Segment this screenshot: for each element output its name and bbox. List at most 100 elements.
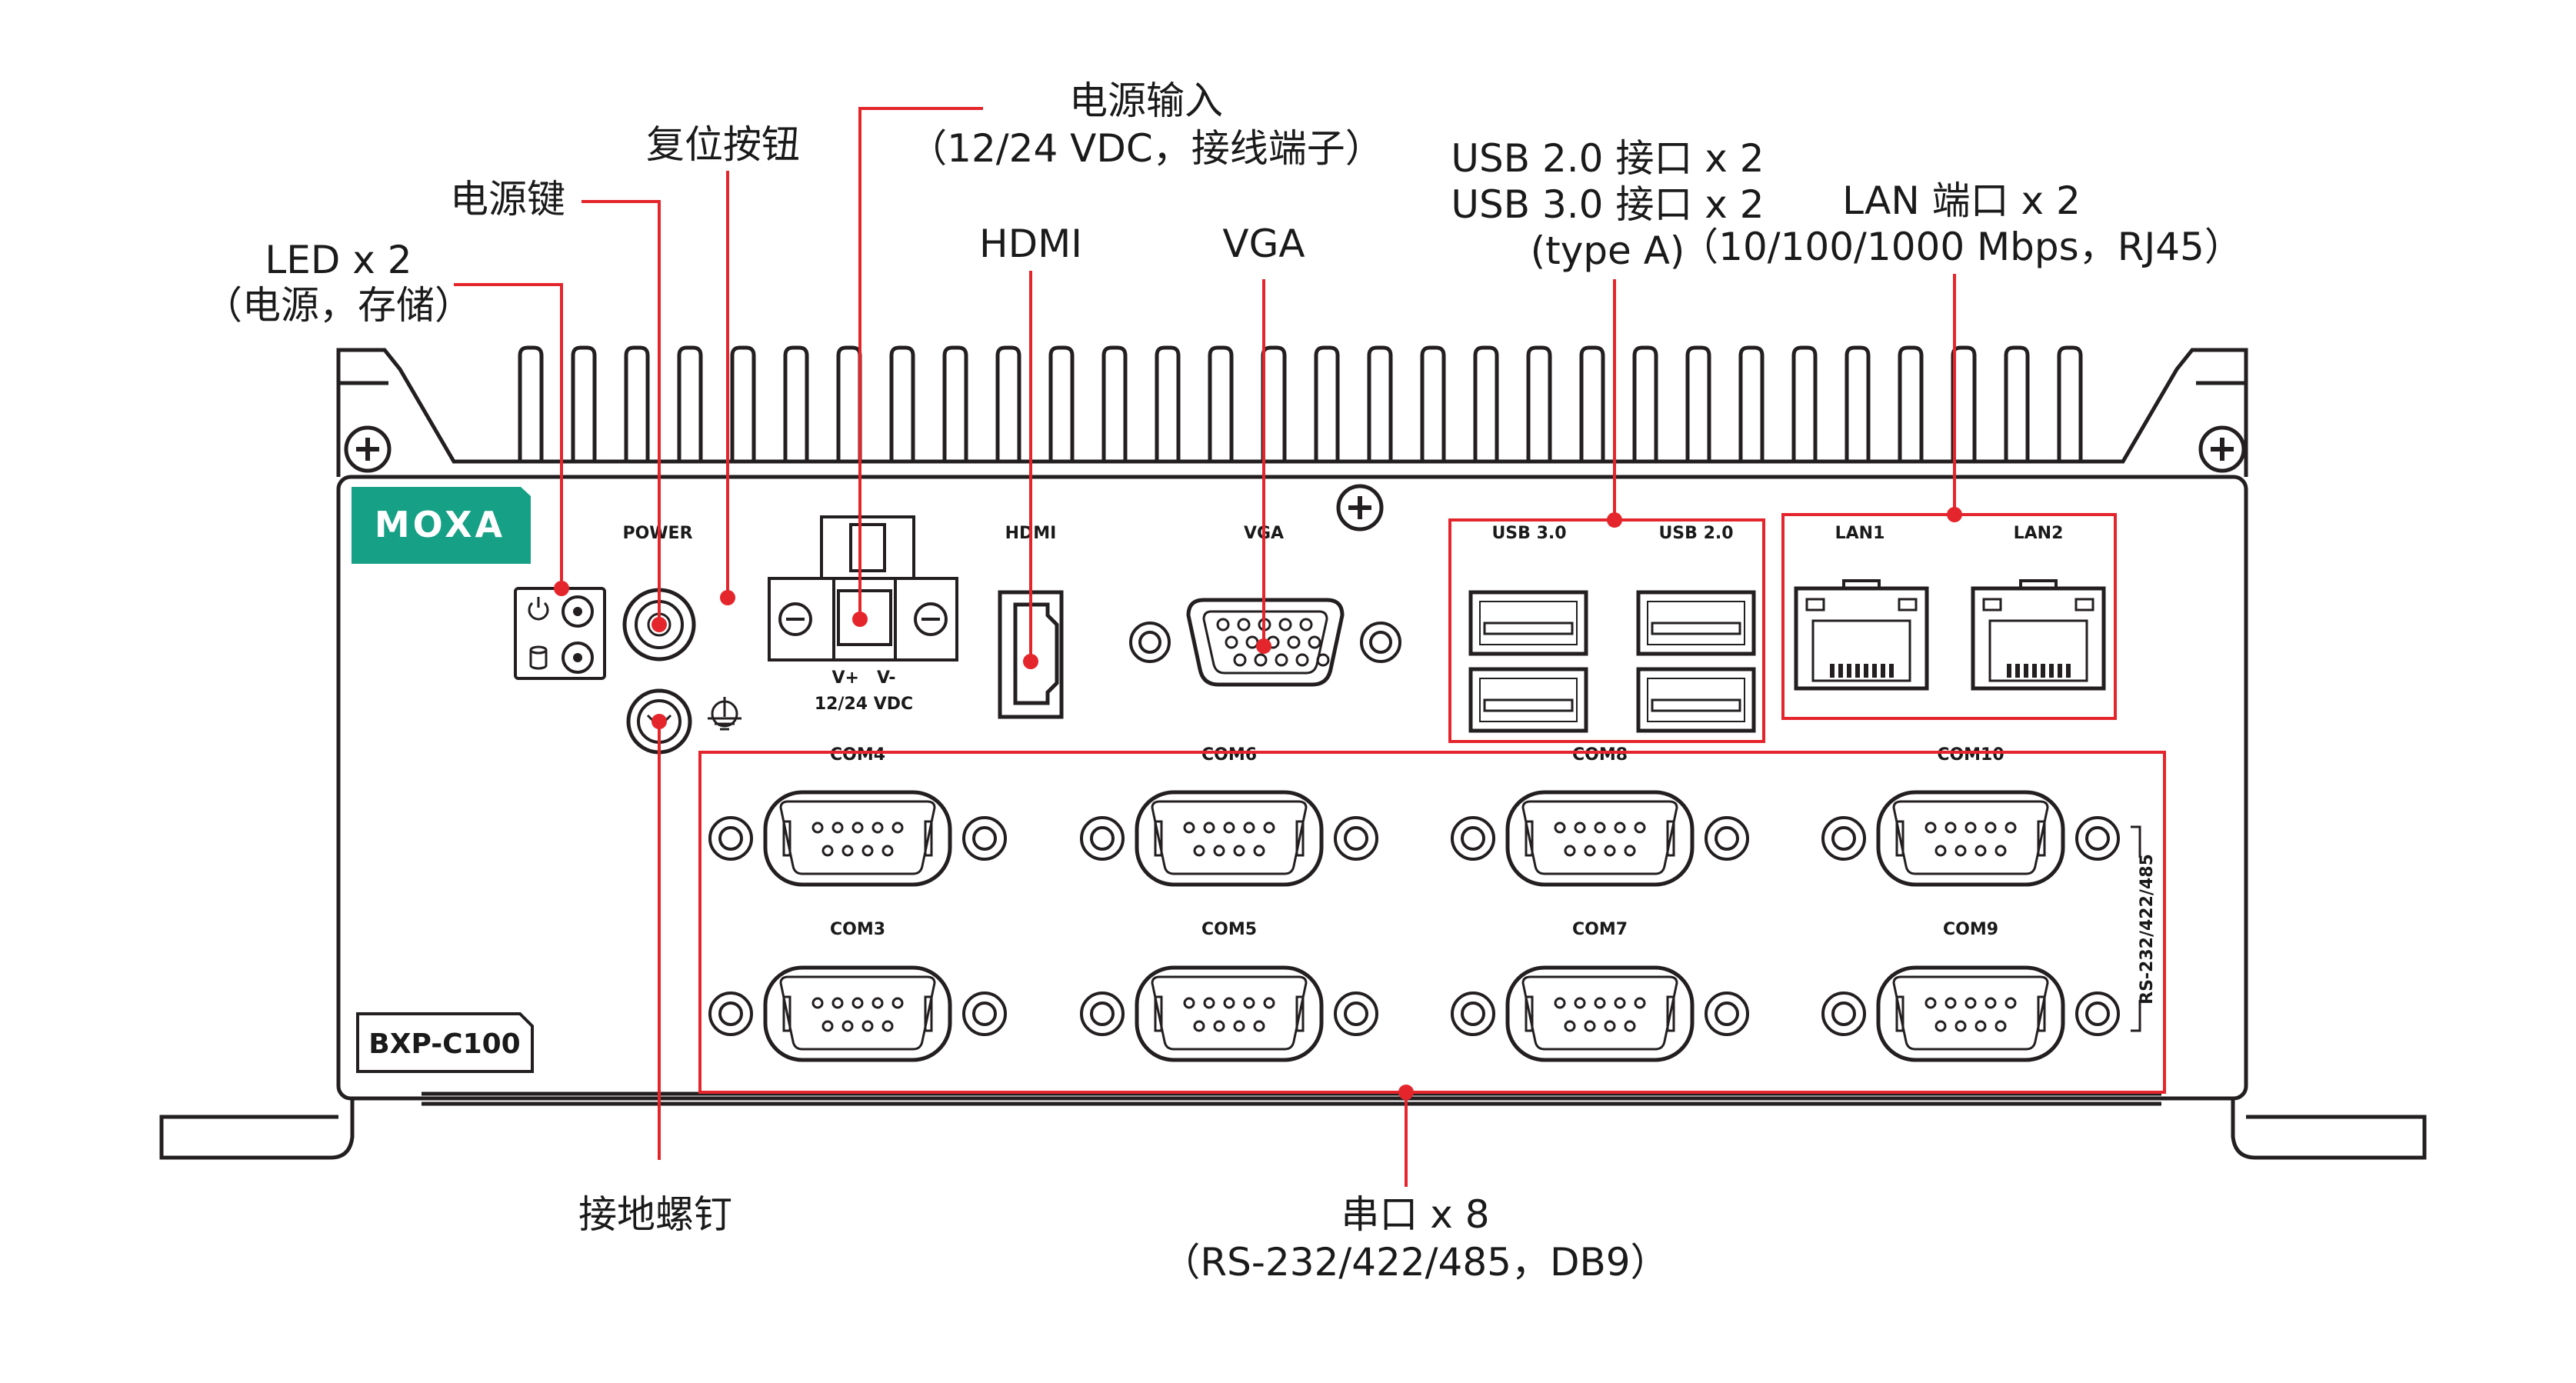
hdmi-callout: HDMI (979, 222, 1082, 266)
vga-pin (1278, 618, 1292, 632)
db9-port (1451, 790, 1749, 887)
db9-pin (1233, 845, 1245, 857)
heatsink-fin (1579, 345, 1605, 462)
heatsink-fin (1420, 345, 1446, 462)
led-callout-dot (554, 581, 569, 596)
com-port-label: COM6 (1201, 745, 1257, 765)
vga-port (1186, 598, 1345, 687)
left-mounting-bracket (159, 1098, 355, 1160)
db9-port (1451, 965, 1749, 1062)
db9-pin (1193, 1020, 1205, 1032)
db9-pin (1944, 821, 1957, 834)
led-leader (454, 283, 563, 588)
db9-port (1821, 965, 2120, 1062)
lan-ports (1794, 579, 2106, 691)
heatsink-fin (730, 345, 756, 462)
db9-pin (1253, 1020, 1265, 1032)
db9-pin (1243, 997, 1255, 1009)
vga-pin (1308, 635, 1321, 649)
heatsink-fin (1473, 345, 1499, 462)
model-plate: BXP-C100 (356, 1012, 534, 1073)
db9-pin (1223, 997, 1235, 1009)
db9-pin (1584, 845, 1596, 857)
vga-top-screw-icon (1336, 484, 1384, 532)
dc-voltage-label: 12/24 VDC (815, 695, 913, 714)
db9-pin (1574, 997, 1586, 1009)
db9-pin (891, 997, 904, 1009)
db9-pin (821, 1020, 834, 1032)
db9-pin (1954, 1020, 1967, 1032)
serial-callout-line2: （RS-232/422/485，DB9） (1161, 1240, 1668, 1285)
db9-pin (1934, 1020, 1947, 1032)
db9-pin (1263, 821, 1275, 834)
chassis-body (336, 475, 2248, 1101)
ground-callout-dot (651, 714, 667, 729)
heatsink-fin (1101, 345, 1128, 462)
db9-pin (1554, 997, 1566, 1009)
lan-led (2074, 598, 2094, 612)
db9-pin (811, 821, 824, 834)
heatsink-fin (2057, 345, 2083, 462)
db9-port (708, 965, 1007, 1062)
lan-led (1898, 598, 1918, 612)
heatsink-fin (571, 345, 597, 462)
vga-pin (1233, 653, 1247, 667)
com-port-label: COM3 (830, 920, 885, 939)
usb-ports (1468, 590, 1756, 733)
db9-pin (861, 845, 874, 857)
vga-left-standoff (1129, 622, 1171, 663)
usb20-port (1636, 590, 1756, 656)
highlight-boxes (698, 513, 2166, 1094)
db9-pin (1213, 1020, 1225, 1032)
usb-callout-line1: USB 2.0 接口 x 2 (1451, 136, 1764, 181)
db9-pin (1614, 821, 1626, 834)
com-port-label: COM7 (1572, 920, 1628, 939)
db9-pin (1925, 997, 1937, 1009)
db9-pin (851, 821, 864, 834)
power-input-callout-dot (852, 612, 868, 627)
db9-pin (821, 845, 834, 857)
dc-polarity-label: V+ V- (832, 668, 896, 688)
db9-pin (1594, 821, 1606, 834)
callout-dots (554, 507, 1962, 1100)
reset-callout-dot (720, 590, 735, 605)
heatsink-fin (1738, 345, 1765, 462)
db9-pin (1964, 821, 1977, 834)
reset-callout: 复位按钮 (646, 122, 800, 167)
db9-pin (871, 821, 884, 834)
db9-pin (1925, 821, 1937, 834)
led-callout-line1: LED x 2 (265, 238, 412, 282)
ground-callout: 接地螺钉 (578, 1192, 732, 1237)
db9-pin (891, 821, 904, 834)
heatsink-fin (677, 345, 703, 462)
rs-bracket (2131, 825, 2141, 1032)
db9-pin (1584, 1020, 1596, 1032)
heatsink-fin (2004, 345, 2030, 462)
usb-callout-line3: (type A) (1531, 228, 1685, 273)
chassis (159, 345, 2427, 1160)
heatsink-fin (889, 345, 915, 462)
callout-leaders (454, 107, 1956, 1187)
db9-pin (1604, 1020, 1616, 1032)
model-name: BXP-C100 (368, 1028, 520, 1060)
heatsink-fin (1155, 345, 1181, 462)
vga-right-standoff (1360, 622, 1401, 663)
db9-pin (2004, 821, 2017, 834)
led-panel (514, 587, 606, 680)
db9-pin (1984, 997, 1997, 1009)
lan-callout-line1: LAN 端口 x 2 (1842, 178, 2081, 223)
power-input-callout-line2: （12/24 VDC，接线端子） (908, 126, 1384, 171)
db9-pin (1213, 845, 1225, 857)
chassis-screws (344, 425, 2246, 532)
usb30-port (1468, 667, 1588, 733)
db9-pin (1564, 1020, 1576, 1032)
hdmi-port (998, 590, 1064, 719)
usb-highlight-box (1448, 518, 1765, 743)
rs-vertical-label: RS-232/422/485 (2138, 854, 2157, 1005)
vga-pin (1287, 635, 1301, 649)
db9-pin (2004, 997, 2017, 1009)
heatsink-fin (1845, 345, 1871, 462)
usb-callout-dot (1607, 512, 1622, 528)
